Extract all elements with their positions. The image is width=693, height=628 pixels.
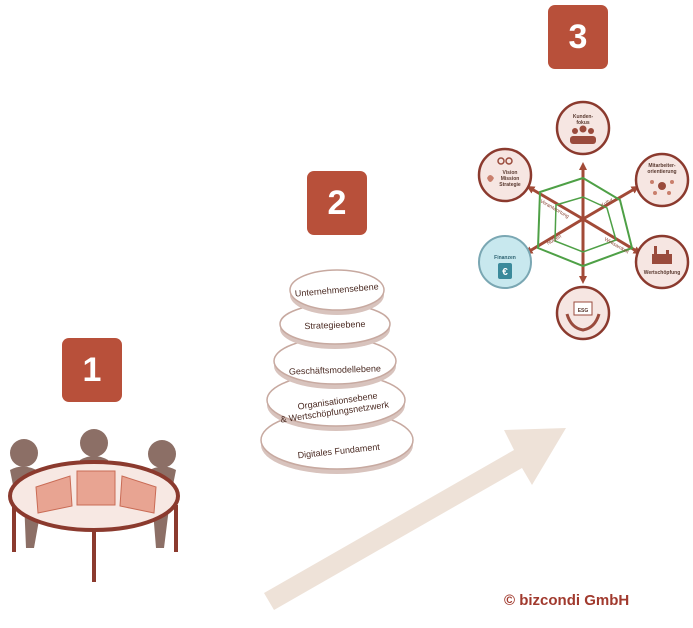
layer-pyramid: Unternehmensebene Strategieebene Geschäf… (260, 269, 414, 474)
node-wertschoepfung: Wertschöpfung (634, 234, 690, 290)
node-esg: ESG (555, 285, 611, 341)
step-badge-3: 3 (548, 5, 608, 69)
svg-text:fokus: fokus (576, 120, 590, 126)
node-vision: Vision Mission Strategie (477, 147, 533, 203)
node-kundenfokus: Kunden- fokus (555, 100, 611, 156)
svg-text:Mitarbeiter-: Mitarbeiter- (648, 163, 676, 169)
svg-text:Vision: Vision (503, 170, 518, 176)
copyright-notice: © bizcondi GmbH (504, 592, 630, 609)
svg-text:€: € (502, 267, 508, 278)
step-badge-1: 1 (62, 338, 122, 402)
node-mitarbeiterorientierung: Mitarbeiter- orientierung (634, 152, 690, 208)
layer-label-strategie: Strategieebene (304, 319, 365, 331)
round-table-illustration (8, 429, 180, 582)
svg-text:Kunden-: Kunden- (573, 114, 594, 120)
svg-text:Kultur: Kultur (600, 197, 615, 209)
laptop-left (35, 475, 73, 514)
node-finanzen: Finanzen € (478, 235, 532, 289)
svg-text:Finanzen: Finanzen (494, 255, 516, 261)
laptop-center (76, 470, 116, 506)
svg-text:Wertschöpfung: Wertschöpfung (644, 270, 681, 276)
svg-text:Mission: Mission (501, 176, 520, 182)
radar-framework: Kultur Wirksamkeit Verantwortung Nutzen … (477, 100, 690, 341)
radar-polygon (536, 176, 634, 268)
svg-text:orientierung: orientierung (647, 169, 676, 175)
laptop-right (119, 475, 157, 514)
layer-label-geschaeftsmodell: Geschäftsmodellebene (289, 363, 381, 376)
svg-text:Strategie: Strategie (499, 182, 521, 188)
growth-arrow (264, 428, 566, 610)
step-badge-2: 2 (307, 171, 367, 235)
svg-text:ESG: ESG (578, 308, 589, 314)
radar-polygon-inner (554, 196, 617, 253)
